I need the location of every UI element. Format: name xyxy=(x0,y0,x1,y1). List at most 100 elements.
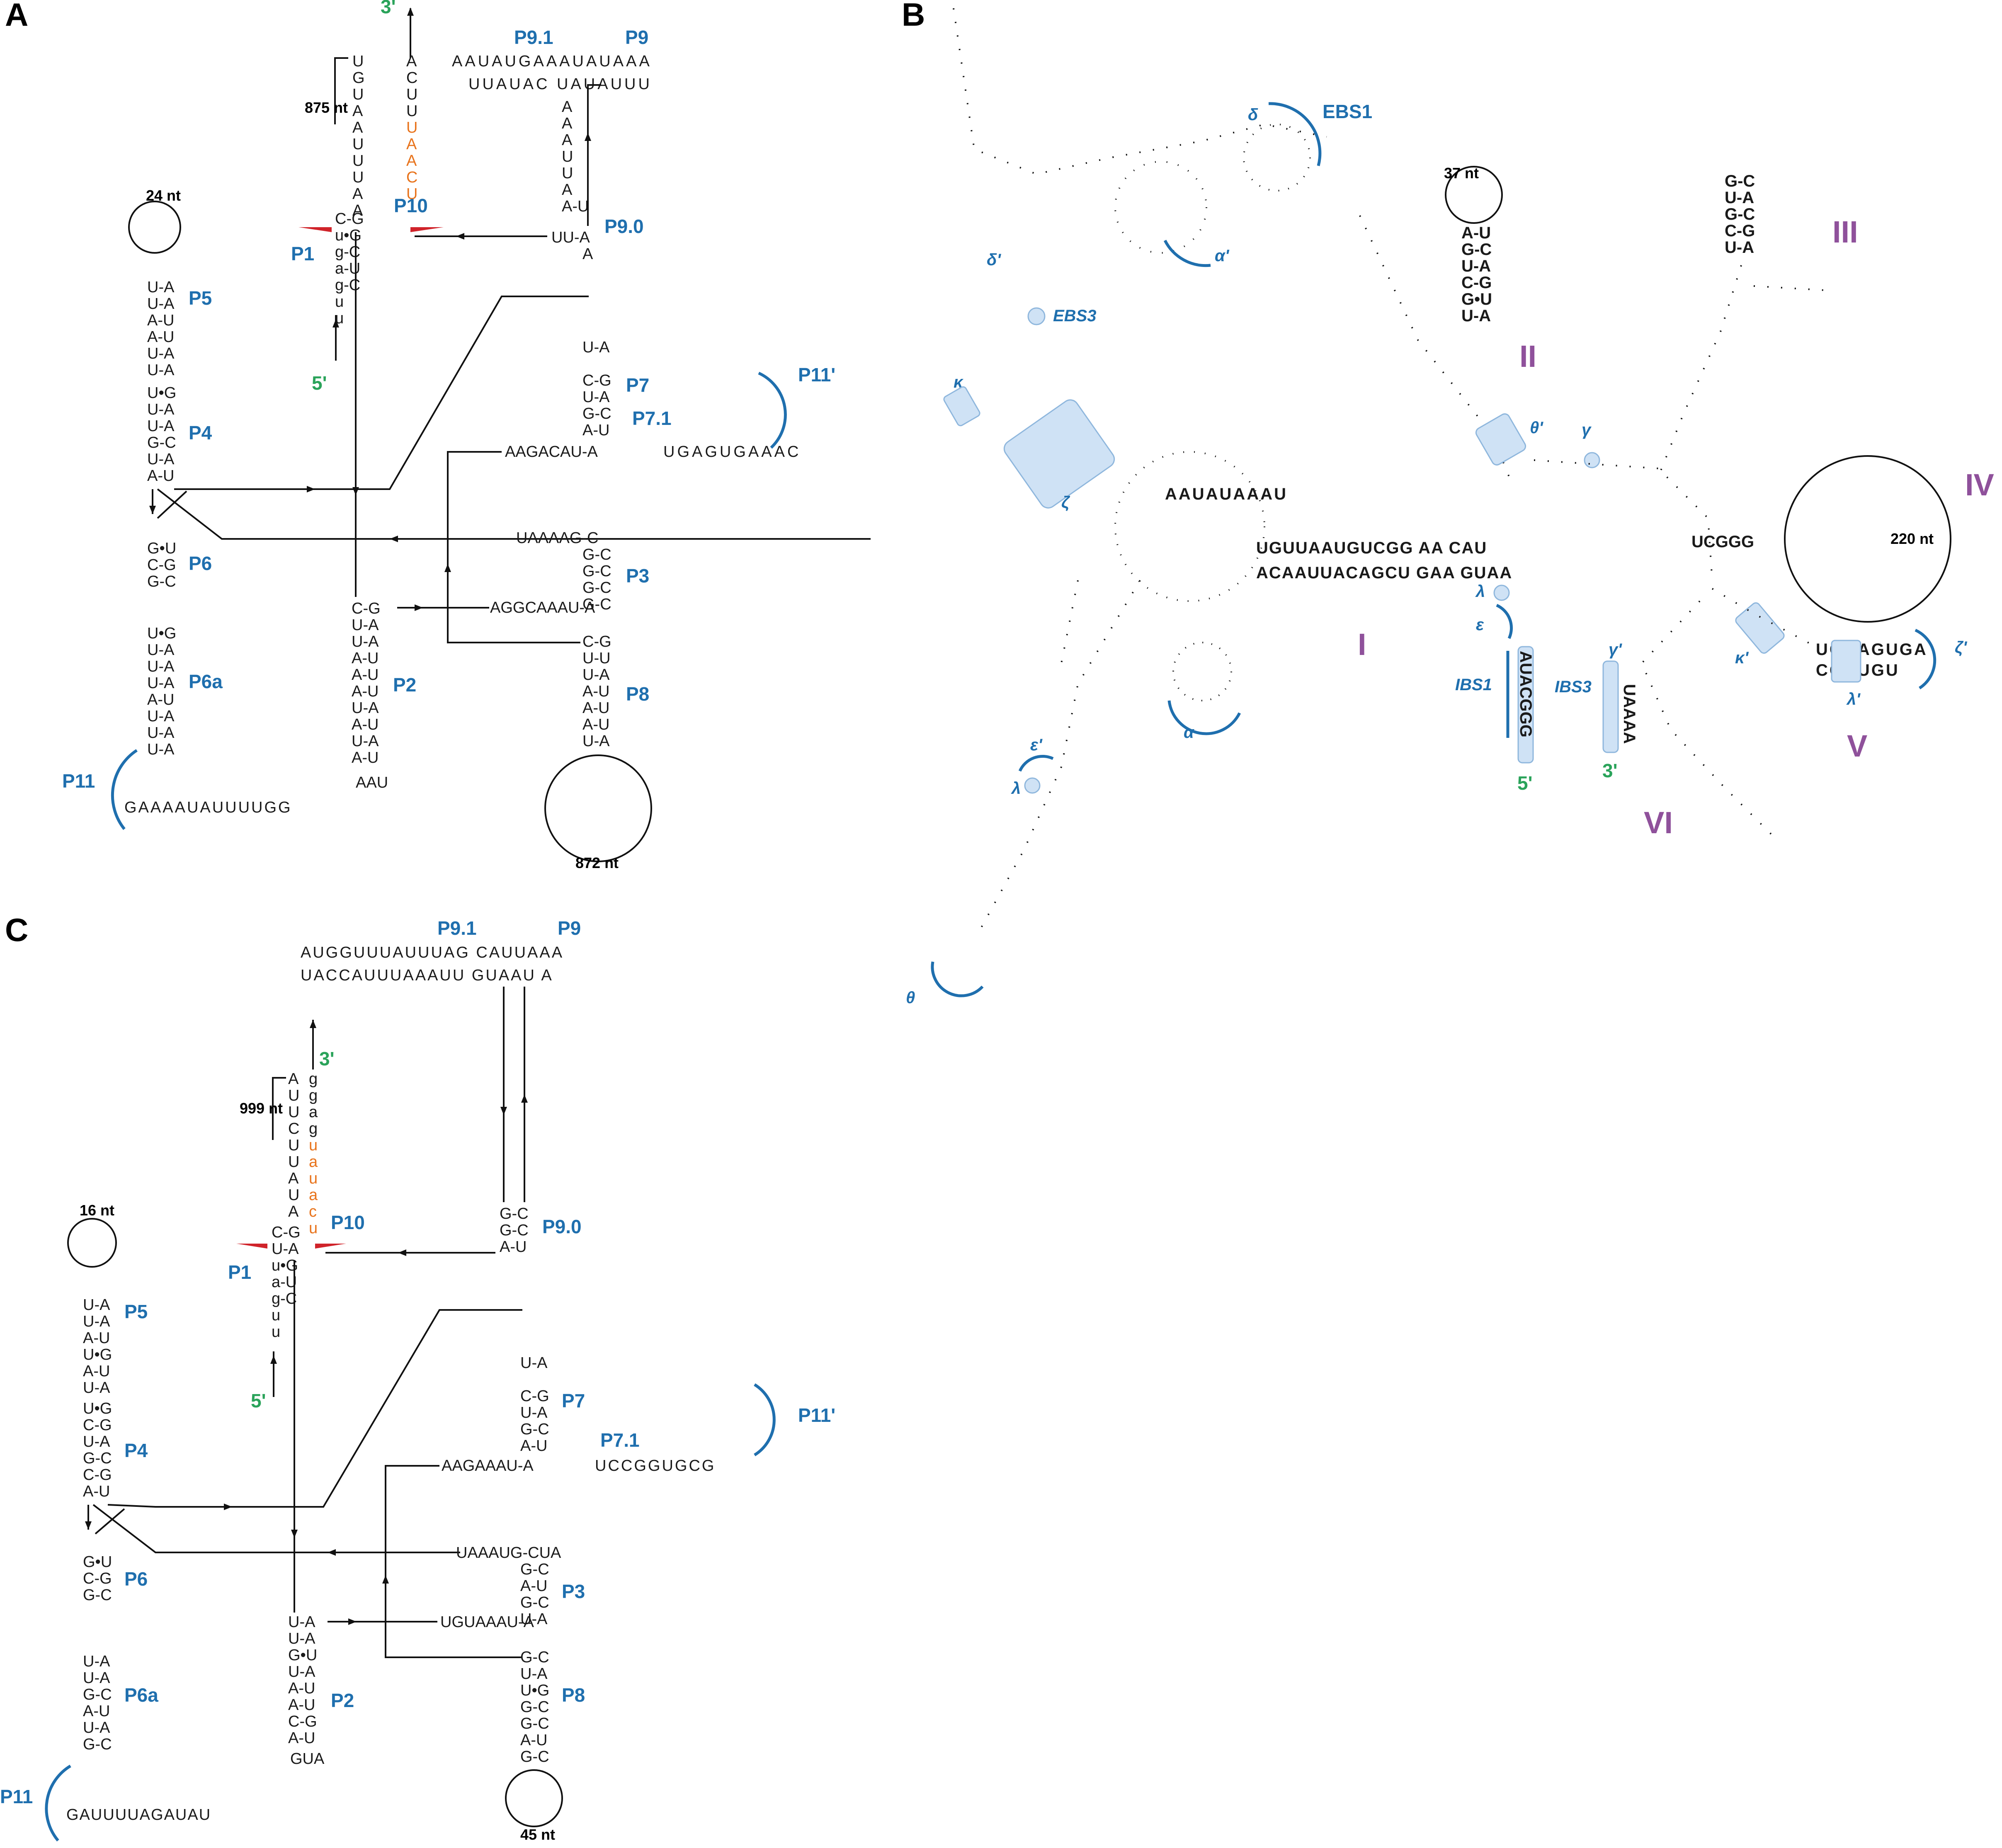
c-p9-top: AUGGUUUAUUUAG CAUUAAA xyxy=(301,944,564,961)
a-arrow xyxy=(585,133,591,141)
pair: U-A xyxy=(520,1354,548,1372)
pair: G•U xyxy=(1461,290,1492,308)
a-p9-bottom: UUAUAC UAUAUUU xyxy=(468,75,652,93)
a-p7-link xyxy=(447,451,580,643)
pair: C-G xyxy=(582,372,612,389)
b-label-ebs1: EBS1 xyxy=(1323,101,1372,122)
b-greek-gamma: γ xyxy=(1582,421,1592,439)
c-loop-p5 xyxy=(67,1218,117,1268)
c-label-p8: P8 xyxy=(562,1684,585,1706)
c-p1-stem: C-G U-A u•G a-U g-C u u xyxy=(272,1224,301,1341)
a-label-p7: P7 xyxy=(626,374,649,396)
b-lambda-prime-box xyxy=(1831,640,1861,683)
pair: U-U xyxy=(582,650,611,667)
pair: G-C xyxy=(1725,172,1755,190)
pair: G-C xyxy=(582,579,612,597)
c-p9-0-stem: G-C G-C A-U xyxy=(500,1205,529,1256)
a-label-p11p: P11' xyxy=(798,364,835,386)
b-d3-side-arm xyxy=(1753,285,1825,291)
pair: U-A xyxy=(288,1663,315,1681)
pair: G-C xyxy=(147,573,176,590)
pair: C-G xyxy=(272,1224,301,1241)
b-greek-kappa-prime: κ' xyxy=(1735,649,1749,667)
a-label-p8: P8 xyxy=(626,683,649,705)
pair: U-A xyxy=(1725,238,1754,257)
domain-iv: IV xyxy=(1965,468,1994,502)
pair: U•G xyxy=(83,1346,112,1363)
c-label-p11p: P11' xyxy=(798,1404,835,1426)
nt-highlight: u xyxy=(309,1170,318,1187)
panel-b-letter: B xyxy=(902,0,925,33)
nt: A xyxy=(288,1070,299,1088)
pair: C-G xyxy=(288,1713,317,1730)
pair: A-U xyxy=(83,1363,110,1380)
a-cleavage-left xyxy=(298,227,332,232)
pair: a-U xyxy=(272,1273,297,1291)
nt: U xyxy=(562,148,573,165)
a-p10-right-column: A C U U U A A C U xyxy=(406,53,417,203)
c-p2-stem: U-A U-A G•U U-A A-U A-U C-G A-U GUA xyxy=(288,1613,325,1768)
pair: U-A xyxy=(147,345,175,362)
b-three-prime: 3' xyxy=(1602,760,1618,781)
c-label-p2: P2 xyxy=(331,1690,354,1711)
nt: U xyxy=(352,136,364,153)
panel-c-letter: C xyxy=(5,912,28,948)
pair: u xyxy=(335,310,344,327)
b-d1-arm: AAUAUAAAU xyxy=(1165,485,1288,503)
a-cross-2 xyxy=(174,296,589,490)
pair: U-A xyxy=(147,295,175,313)
pair: U-A xyxy=(272,1240,299,1258)
pair: g-C xyxy=(335,276,360,294)
pair: U-A xyxy=(147,361,175,379)
c-label-p1: P1 xyxy=(228,1261,251,1283)
nt: A xyxy=(562,98,573,116)
pair: U-A xyxy=(582,732,610,750)
a-label-p2: P2 xyxy=(393,674,416,696)
nt: U xyxy=(406,86,417,103)
nt: UU-A xyxy=(551,229,590,246)
pair: U-A xyxy=(1461,307,1491,325)
c-p11-arc xyxy=(45,1765,71,1842)
a-j-p2: AGGCAAAU-A xyxy=(490,599,595,616)
b-d2-arm xyxy=(1359,215,1510,477)
pair: U-A xyxy=(83,1669,110,1687)
pair: U-A xyxy=(147,401,175,418)
pair: U-A xyxy=(147,724,175,742)
b-d1-loop-alpha xyxy=(1114,161,1207,254)
c-p71: UCCGGUGCG xyxy=(595,1457,716,1475)
a-bracket-count: 875 nt xyxy=(305,99,348,116)
c-cross-1 xyxy=(92,1504,460,1553)
pair: C-G xyxy=(1725,222,1755,240)
panel-a-letter: A xyxy=(5,0,28,33)
pair: A-U xyxy=(520,1732,547,1749)
a-label-p3: P3 xyxy=(626,565,649,587)
a-label-p9-0: P9.0 xyxy=(604,216,644,237)
loop: GUA xyxy=(290,1750,325,1768)
b-ebs1-arc xyxy=(1268,102,1322,166)
a-p9-connector xyxy=(587,84,601,226)
nt-highlight: u xyxy=(309,1220,318,1237)
b-greek-alpha: α xyxy=(1184,723,1195,742)
c-loop-p8 xyxy=(505,1769,563,1827)
pair: G-C xyxy=(582,405,612,422)
pair: C-G xyxy=(1461,274,1492,292)
c-arrow xyxy=(398,1249,406,1256)
pair: C-G xyxy=(83,1570,112,1587)
a-arrow xyxy=(390,536,398,542)
nt: a xyxy=(309,1103,318,1121)
pair: U•G xyxy=(83,1400,112,1417)
a-p2-stem: C-G U-A U-A A-U A-U A-U U-A A-U U-A A-U … xyxy=(352,600,388,791)
b-d3-stem: G-C U-A G-C C-G U-A xyxy=(1725,172,1755,257)
nt: g xyxy=(309,1070,318,1088)
pair: C-G xyxy=(147,556,176,574)
panel-c: C 3' 5' 999 nt A U U C U U A U A g g a g… xyxy=(0,912,835,1843)
pair: U-A xyxy=(83,1313,110,1330)
nt: g xyxy=(309,1087,318,1104)
pair: G-C xyxy=(520,1594,549,1611)
b-lambda-box-2 xyxy=(1493,584,1510,601)
pair: G-C xyxy=(83,1736,112,1753)
b-kappa-box xyxy=(943,386,980,427)
a-label-p9: P9 xyxy=(625,27,648,48)
pair: u xyxy=(272,1323,280,1341)
a-p6-stem: G•U C-G G-C xyxy=(147,540,176,590)
